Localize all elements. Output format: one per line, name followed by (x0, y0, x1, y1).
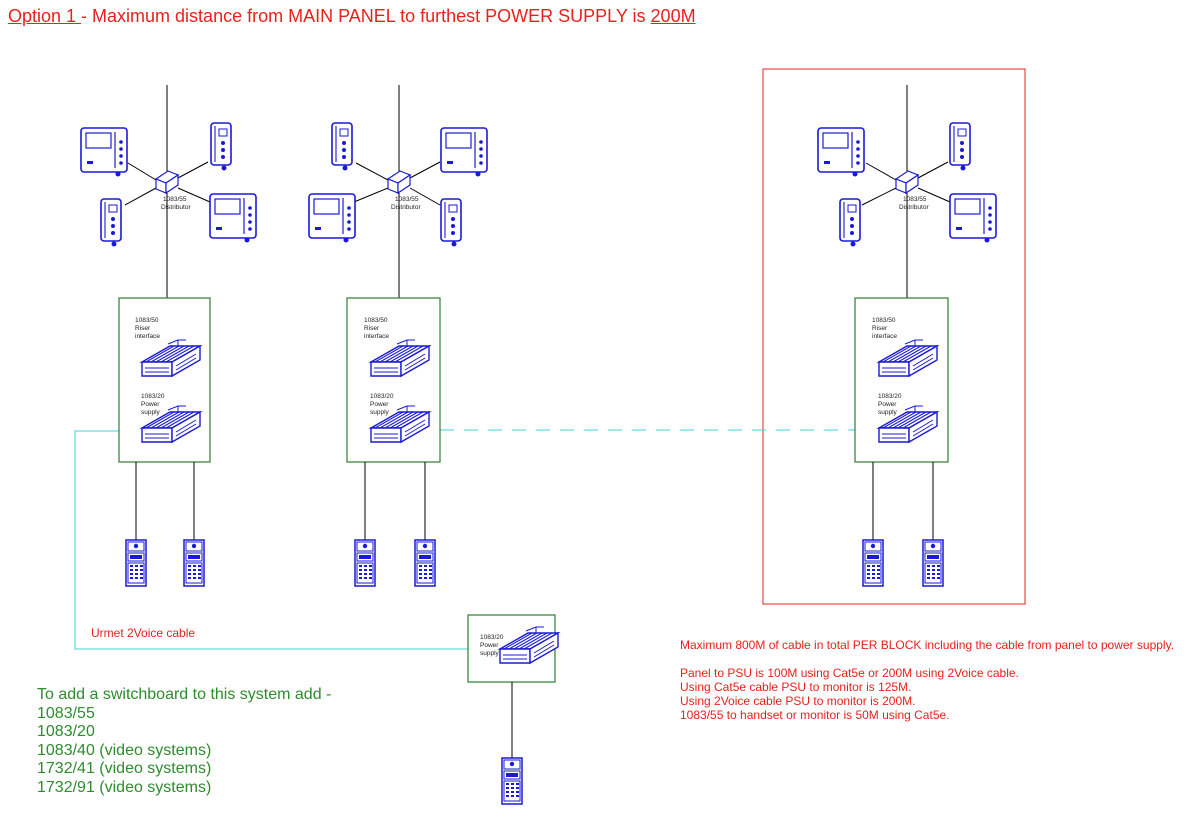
psu-line1: Power (878, 401, 897, 408)
handset-icon (839, 198, 861, 248)
distributor-name: Distributor (899, 204, 929, 211)
riser-line1: Riser (364, 325, 380, 332)
handset-icon (440, 198, 462, 248)
door-panel-icon (862, 539, 884, 587)
note-line: Using 2Voice cable PSU to monitor is 200… (680, 694, 916, 708)
handset-icon (100, 198, 122, 248)
note-line: 1083/55 to handset or monitor is 50M usi… (680, 708, 950, 722)
switchboard-heading: To add a switchboard to this system add … (37, 686, 332, 703)
psu-line2: supply (480, 650, 500, 657)
distributor-icon (155, 170, 179, 194)
distributor-code: 1083/55 (903, 196, 927, 203)
block-1: 1083/55 Distributor 1083/50 Riser interf… (80, 85, 257, 587)
riser-code: 1083/50 (364, 317, 388, 324)
psu-code: 1083/20 (370, 393, 394, 400)
distributor-name: Distributor (161, 204, 191, 211)
psu-line2: supply (370, 409, 390, 416)
cable-limits-note: Maximum 800M of cable in total PER BLOCK… (680, 638, 1174, 722)
switchboard-note: To add a switchboard to this system add … (37, 686, 331, 797)
riser-line1: Riser (135, 325, 151, 332)
block-2: 1083/55 Distributor 1083/50 Riser interf… (308, 85, 488, 587)
switchboard-item: 1083/55 (37, 704, 95, 722)
video-monitor-icon (949, 193, 997, 244)
switchboard-item: 1732/41 (video systems) (37, 760, 212, 777)
distributor-name: Distributor (391, 204, 421, 211)
cable-label: Urmet 2Voice cable (91, 626, 196, 640)
psu-line1: Power (370, 401, 389, 408)
option-label: Option 1 (8, 6, 82, 26)
highlight-box (762, 68, 1026, 605)
riser-line2: interface (872, 333, 897, 340)
door-panel-icon (414, 539, 436, 587)
riser-line2: interface (135, 333, 160, 340)
door-panel-icon (183, 539, 205, 587)
video-monitor-icon (80, 127, 128, 178)
switchboard-item: 1083/20 (37, 723, 95, 740)
door-panel-icon (501, 757, 523, 805)
video-monitor-icon (209, 193, 257, 244)
video-monitor-icon (308, 193, 356, 244)
title-text: - Maximum distance from MAIN PANEL to fu… (81, 6, 651, 26)
page-title: Option 1 - Maximum distance from MAIN PA… (8, 6, 696, 27)
handset-icon (949, 122, 971, 172)
switchboard-psu: 1083/20 Power supply (467, 614, 559, 805)
distributor-code: 1083/55 (395, 196, 419, 203)
psu-line1: Power (141, 401, 160, 408)
note-line: Panel to PSU is 100M using Cat5e or 200M… (680, 666, 1019, 680)
note-total: Maximum 800M of cable in total PER BLOCK… (680, 638, 1175, 652)
handset-icon (210, 122, 232, 172)
switchboard-item: 1083/40 (video systems) (37, 741, 212, 759)
riser-code: 1083/50 (872, 317, 896, 324)
video-monitor-icon (440, 127, 488, 178)
door-panel-icon (922, 539, 944, 587)
note-line: Using Cat5e cable PSU to monitor is 125M… (680, 680, 912, 694)
riser-code: 1083/50 (135, 317, 159, 324)
psu-line2: supply (878, 409, 898, 416)
distributor-icon (895, 170, 919, 194)
door-panel-icon (125, 539, 147, 587)
cable-2voice (74, 430, 468, 650)
block-3: 1083/55 Distributor 1083/50 Riser interf… (817, 85, 997, 587)
psu-line2: supply (141, 409, 161, 416)
riser-line1: Riser (872, 325, 888, 332)
psu-code: 1083/20 (878, 393, 902, 400)
psu-code: 1083/20 (141, 393, 165, 400)
switchboard-item: 1732/91 (video systems) (37, 778, 212, 796)
door-panel-icon (354, 539, 376, 587)
distributor-code: 1083/55 (163, 196, 187, 203)
title-distance: 200M (650, 6, 696, 26)
handset-icon (331, 122, 353, 172)
psu-line1: Power (480, 642, 499, 649)
distributor-icon (387, 170, 411, 194)
psu-code: 1083/20 (480, 634, 504, 641)
riser-line2: interface (364, 333, 389, 340)
video-monitor-icon (817, 127, 865, 178)
